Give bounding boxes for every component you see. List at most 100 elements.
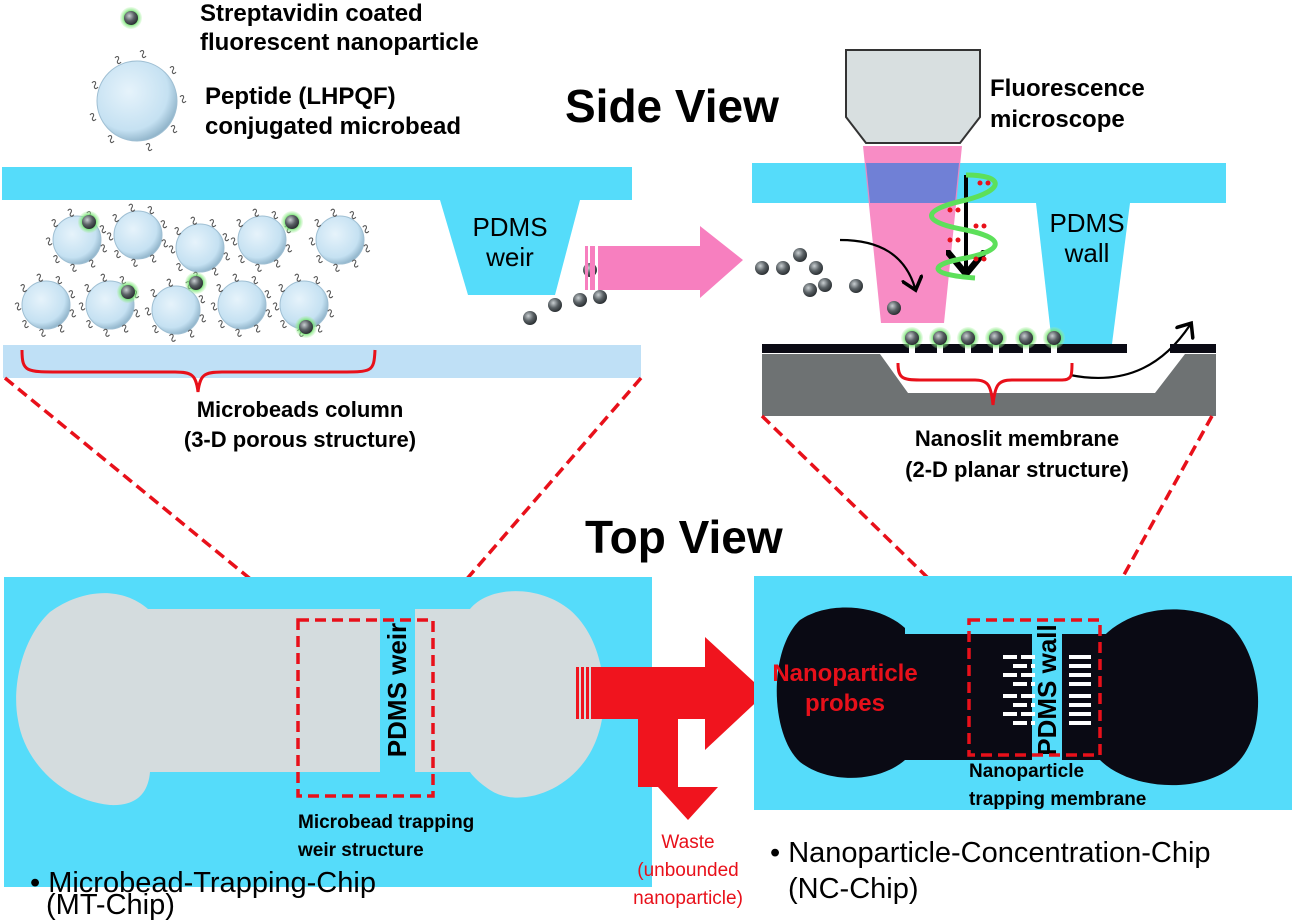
nanoslit	[1069, 664, 1091, 668]
nc-chip-name-line2: (NC-Chip)	[788, 873, 919, 905]
nc-chip-name-line1: • Nanoparticle-Concentration-Chip	[770, 837, 1211, 869]
nanoslit-caption-line1: Nanoslit membrane	[915, 426, 1119, 451]
pdms-weir-label-line2: weir	[485, 242, 534, 272]
nanoslit	[1031, 664, 1035, 668]
transfer-arrow-pink	[585, 226, 743, 298]
bound-nanoparticle	[117, 281, 139, 303]
nanoslit	[1013, 682, 1027, 686]
legend-microbead-line2: conjugated microbead	[205, 113, 461, 140]
mt-zoom-box	[296, 618, 435, 798]
nc-pdms-wall-label: PDMS wall	[1032, 624, 1062, 755]
microbead	[106, 203, 169, 267]
pdms-wall-label-line2: wall	[1064, 238, 1110, 268]
nanoslit	[1069, 712, 1091, 716]
microbead	[230, 208, 293, 272]
bound-nanoparticle	[78, 211, 100, 233]
free-nanoparticle	[755, 261, 769, 275]
pdms-top-layer	[2, 167, 632, 200]
microscope-objective-icon	[845, 49, 981, 144]
free-nanoparticle	[573, 293, 587, 307]
nanoslit	[1021, 712, 1035, 716]
pdms-weir	[440, 200, 580, 295]
microscope-label-line1: Fluorescence	[990, 75, 1145, 102]
fluorescent-nanoparticle-icon	[120, 7, 142, 29]
nanoslit	[1031, 682, 1035, 686]
free-nanoparticle	[849, 279, 863, 293]
nanoslit	[1031, 703, 1035, 707]
nanoslit	[1069, 703, 1091, 707]
pdms-weir-label-line1: PDMS	[472, 212, 547, 242]
membrane-bracket	[896, 362, 1074, 406]
nanoslit	[1021, 655, 1035, 659]
nanoslit	[1013, 703, 1027, 707]
mt-chip-name-line2: (MT-Chip)	[46, 889, 175, 921]
nanoslit	[1069, 682, 1091, 686]
side-view-nc-chip: Fluorescence microscope PDMS wall	[752, 49, 1226, 482]
mt-outlet-chamber	[470, 591, 604, 798]
bound-nanoparticle	[185, 272, 207, 294]
nanoslit	[1069, 721, 1091, 725]
mt-weir-caption-line2: weir structure	[297, 840, 424, 861]
flow-arrow-out	[1069, 325, 1190, 379]
bound-nanoparticle	[295, 316, 317, 338]
fluorescence-emission-icon	[929, 172, 998, 281]
nanoslit	[1003, 655, 1017, 659]
legend-nanoparticle-line2: fluorescent nanoparticle	[200, 29, 479, 56]
top-view-nc-chip: PDMS wall Nanoparticle probes Nanopartic…	[754, 576, 1292, 905]
top-view-mt-chip: PDMS weir Microbead trapping weir struct…	[4, 577, 652, 921]
nanoslit	[1021, 673, 1035, 677]
pdms-wall-label-line1: PDMS	[1049, 208, 1124, 238]
transfer-arrow-red	[576, 637, 766, 820]
column-bracket	[20, 349, 377, 393]
trapped-nanoparticle	[901, 327, 923, 349]
nanoslit	[1013, 721, 1027, 725]
side-view-mt-chip: PDMS weir Microbeads column (3-D porous …	[2, 167, 641, 452]
waste-label-line3: nanoparticle)	[633, 888, 743, 909]
nanoslit	[1003, 712, 1017, 716]
nanoslit	[1003, 694, 1017, 698]
nc-membrane-caption-line1: Nanoparticle	[969, 761, 1084, 782]
nanoslit	[1069, 655, 1091, 659]
nc-zoom-box	[967, 618, 1102, 757]
waste-label-line2: (unbounded	[637, 860, 738, 881]
free-nanoparticle	[593, 290, 607, 304]
waste-label: Waste (unbounded nanoparticle)	[633, 832, 743, 909]
legend-nanoparticle-line1: Streptavidin coated	[200, 0, 423, 27]
silicon-substrate	[762, 354, 1216, 416]
free-nanoparticle	[793, 248, 807, 262]
legend-microbead-line1: Peptide (LHPQF)	[205, 83, 396, 110]
nanoslit-caption-line2: (2-D planar structure)	[905, 457, 1129, 482]
microbeads-caption-line1: Microbeads column	[197, 397, 404, 422]
microscope-label-line2: microscope	[990, 106, 1125, 133]
free-nanoparticle	[809, 261, 823, 275]
nanoslit-pattern	[1003, 655, 1091, 725]
nanoslit	[1069, 673, 1091, 677]
microbead-column	[14, 203, 371, 342]
free-nanoparticle	[523, 311, 537, 325]
nanoslit	[1013, 664, 1027, 668]
trapped-nanoparticle	[929, 327, 951, 349]
free-nanoparticle	[776, 261, 790, 275]
microbead	[210, 273, 273, 337]
microbead	[168, 216, 231, 280]
free-nanoparticle	[548, 298, 562, 312]
mt-chip-name-line1: • Microbead-Trapping-Chip	[30, 867, 376, 899]
trapped-nanoparticle	[957, 327, 979, 349]
nanoslit-membrane	[762, 344, 1216, 353]
waste-label-line1: Waste	[661, 832, 714, 853]
nanoslit	[1021, 694, 1035, 698]
legend: Streptavidin coated fluorescent nanopart…	[89, 0, 479, 152]
nanoslit	[1069, 694, 1091, 698]
side-view-title: Side View	[565, 80, 779, 132]
bound-nanoparticle	[281, 211, 303, 233]
microbead	[308, 208, 371, 272]
mt-pdms-weir-label: PDMS weir	[382, 623, 412, 757]
pdms-wall	[1036, 203, 1130, 344]
mt-weir-caption-line1: Microbead trapping	[298, 812, 474, 833]
nanoparticle-probes-line2: probes	[805, 690, 885, 717]
free-nanoparticle	[818, 278, 832, 292]
nanoslit	[1031, 721, 1035, 725]
microbead	[144, 278, 207, 342]
trapped-nanoparticle	[1043, 327, 1065, 349]
